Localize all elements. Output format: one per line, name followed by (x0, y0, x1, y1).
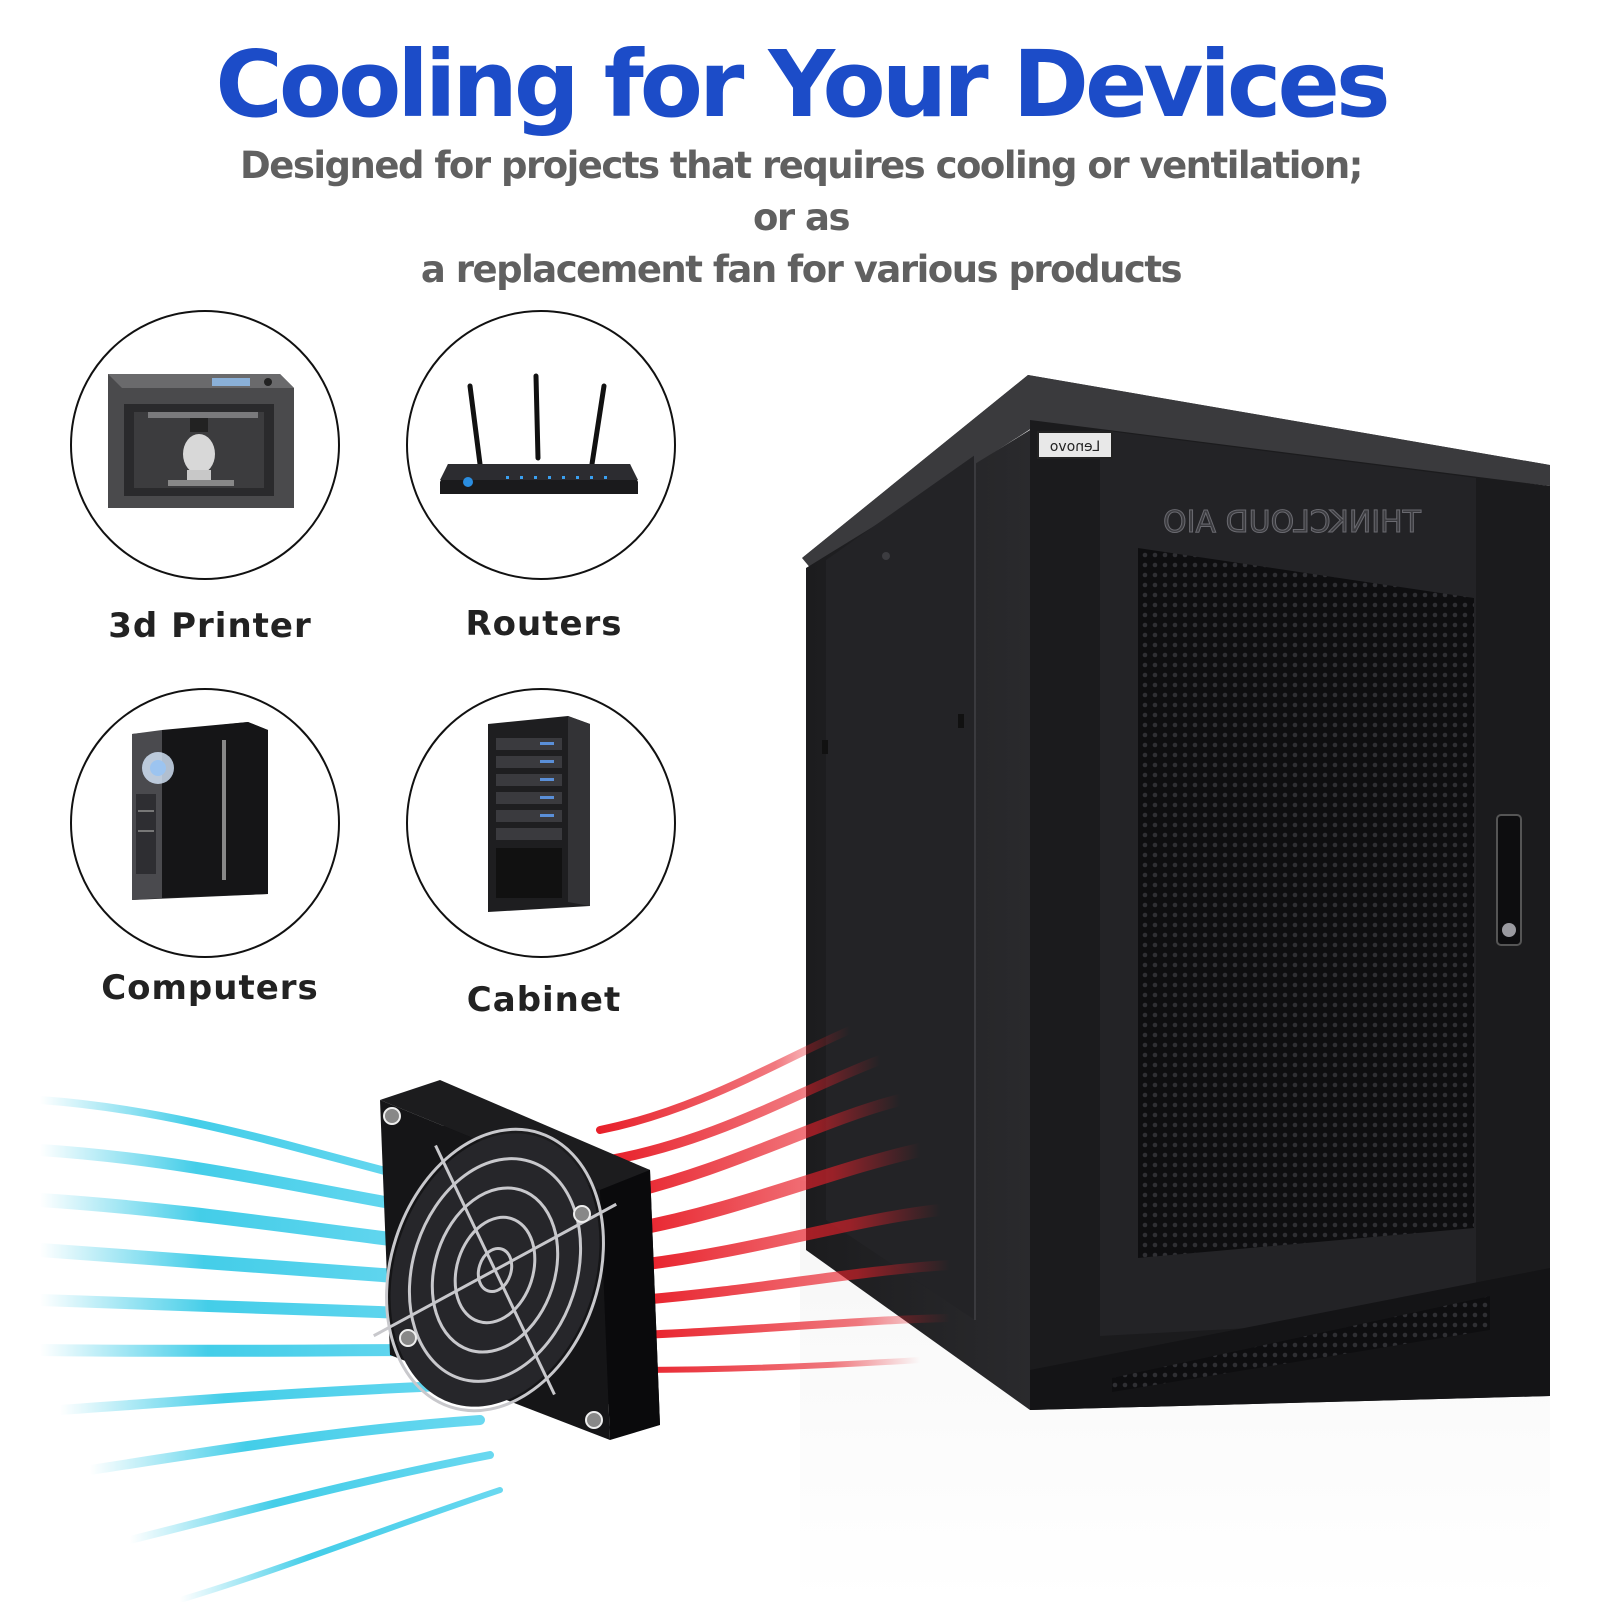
application-label-computers: Computers (101, 968, 319, 1008)
subtitle-line-2: a replacement fan for various products (420, 248, 1183, 291)
computer-tower-icon (132, 722, 268, 900)
3d-printer-icon (108, 374, 294, 508)
application-label-routers: Routers (465, 604, 623, 644)
server-cabinet: Lenovo THINKCLOUD AIO (802, 375, 1550, 1410)
server-cabinet-icon (488, 716, 590, 912)
application-label-cabinet: Cabinet (466, 980, 622, 1020)
subtitle-line-1: Designed for projects that requires cool… (240, 144, 1363, 239)
cabinet-door-label: THINKCLOUD AIO (1163, 505, 1422, 540)
application-cabinet (406, 688, 676, 958)
application-computers (70, 688, 340, 958)
cabinet-brand-text: Lenovo (1050, 439, 1100, 455)
page-subtitle: Designed for projects that requires cool… (220, 140, 1382, 296)
router-icon (440, 373, 638, 494)
application-label-3d-printer: 3d Printer (108, 606, 312, 646)
application-3d-printer (70, 310, 340, 580)
application-routers (406, 310, 676, 580)
cabinet-brand-badge (1037, 431, 1113, 459)
page-title: Cooling for Your Devices (215, 31, 1390, 138)
cooling-fan (373, 1080, 660, 1440)
hot-airflow (596, 1026, 955, 1373)
